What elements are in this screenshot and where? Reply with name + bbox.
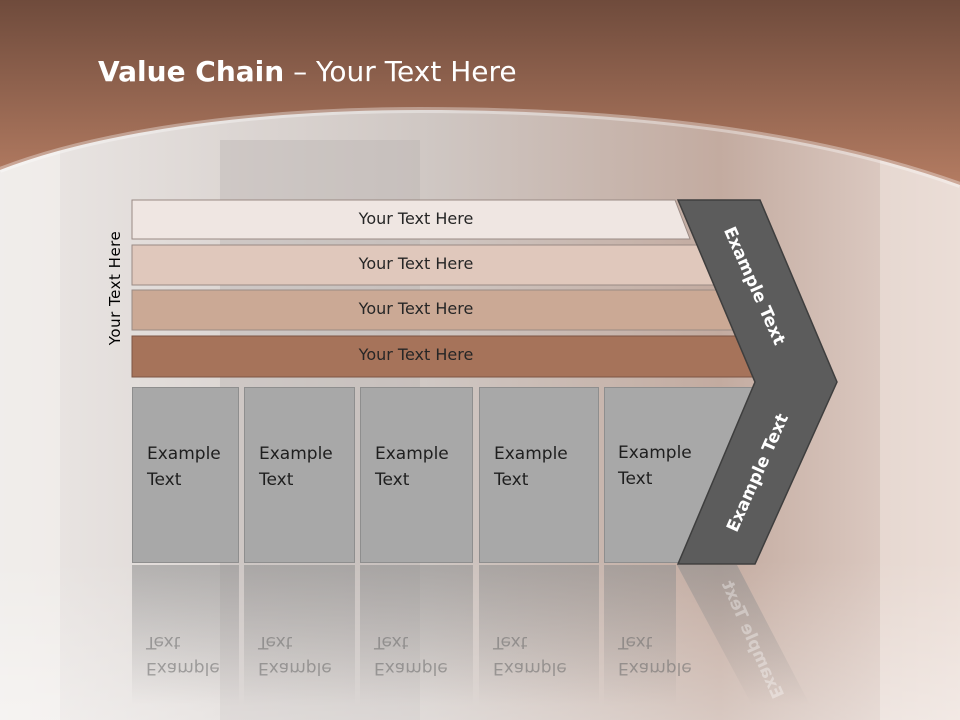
activity-box-3: Example Text bbox=[360, 387, 473, 563]
bar-label: Your Text Here bbox=[358, 209, 474, 228]
box-reflection-3: Example Text bbox=[360, 565, 473, 705]
box-label: Example Text bbox=[494, 444, 568, 490]
reflection-label: Example Text bbox=[146, 632, 220, 678]
bar-label: Your Text Here bbox=[358, 299, 474, 318]
box-label: Example Text bbox=[147, 444, 221, 490]
activity-box-2: Example Text bbox=[244, 387, 355, 563]
bar-label: Your Text Here bbox=[358, 254, 474, 273]
activity-box-5: Example Text bbox=[604, 387, 692, 563]
activity-box-1: Example Text bbox=[132, 387, 239, 563]
activity-box-4: Example Text bbox=[479, 387, 599, 563]
bar-shape bbox=[131, 199, 691, 240]
box-reflection-5: Example Text bbox=[604, 565, 724, 705]
bar-label: Your Text Here bbox=[358, 345, 474, 364]
value-chain-chevron bbox=[676, 199, 838, 565]
box-label: Example Text bbox=[259, 444, 333, 490]
box-reflection-1: Example Text bbox=[132, 565, 239, 705]
box-label: Example Text bbox=[618, 443, 692, 489]
reflection-label: Example Text bbox=[374, 632, 448, 678]
side-label: Your Text Here bbox=[106, 230, 124, 346]
slide-title: Value Chain – Your Text Here bbox=[98, 55, 517, 88]
box-label: Example Text bbox=[375, 444, 449, 490]
box-reflection-2: Example Text bbox=[244, 565, 355, 705]
box-reflection-4: Example Text bbox=[479, 565, 599, 705]
reflection bbox=[132, 565, 810, 705]
reflection-label: Example Text bbox=[258, 632, 332, 678]
reflection-label: Example Text bbox=[618, 632, 692, 678]
reflection-label: Example Text bbox=[493, 632, 567, 678]
title-rest: – Your Text Here bbox=[284, 55, 517, 88]
title-bold: Value Chain bbox=[98, 55, 285, 88]
